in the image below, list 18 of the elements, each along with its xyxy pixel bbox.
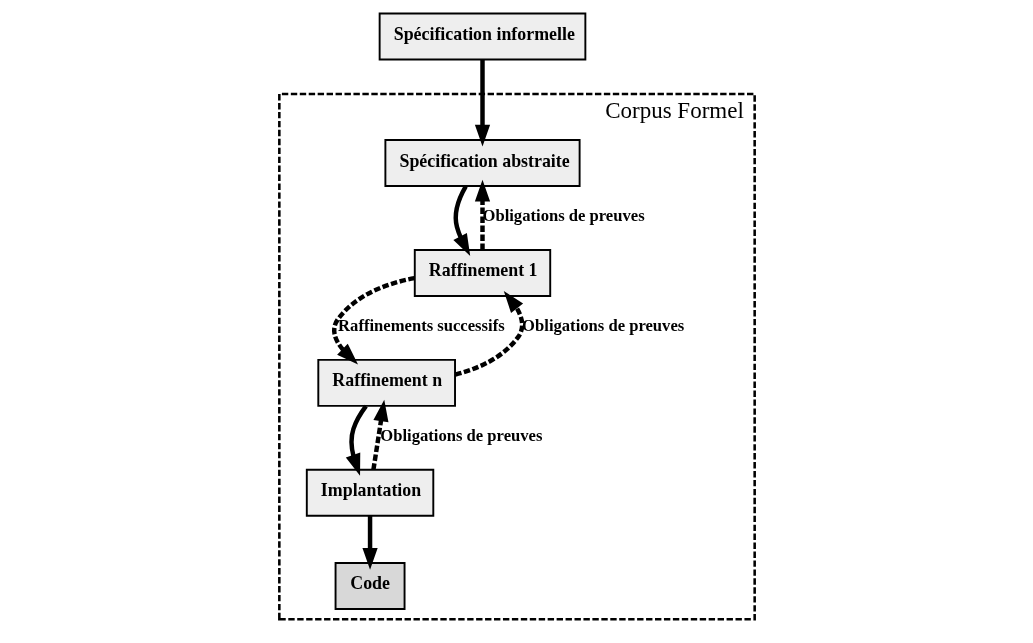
arrow <box>454 290 524 377</box>
node-box: Raffinement 1 <box>413 249 551 297</box>
edge-label: Raffinements successifs <box>337 315 505 335</box>
arrow <box>452 185 470 256</box>
arrow <box>370 399 388 470</box>
arrow <box>331 275 415 365</box>
node-box: Spécification abstraite <box>383 139 581 187</box>
arrow <box>474 60 490 147</box>
edge-label: Obligations de preuves <box>482 206 645 226</box>
edge-label: Obligations de preuves <box>379 425 542 445</box>
node-box: Code <box>334 562 405 610</box>
node-box: Implantation <box>305 468 434 517</box>
arrow <box>345 404 368 476</box>
node-box: Raffinement n <box>316 358 456 407</box>
edge-label: Obligations de preuves <box>521 315 684 335</box>
arrow <box>361 515 378 570</box>
arrow <box>474 179 490 250</box>
node-box: Spécification informelle <box>378 12 586 61</box>
